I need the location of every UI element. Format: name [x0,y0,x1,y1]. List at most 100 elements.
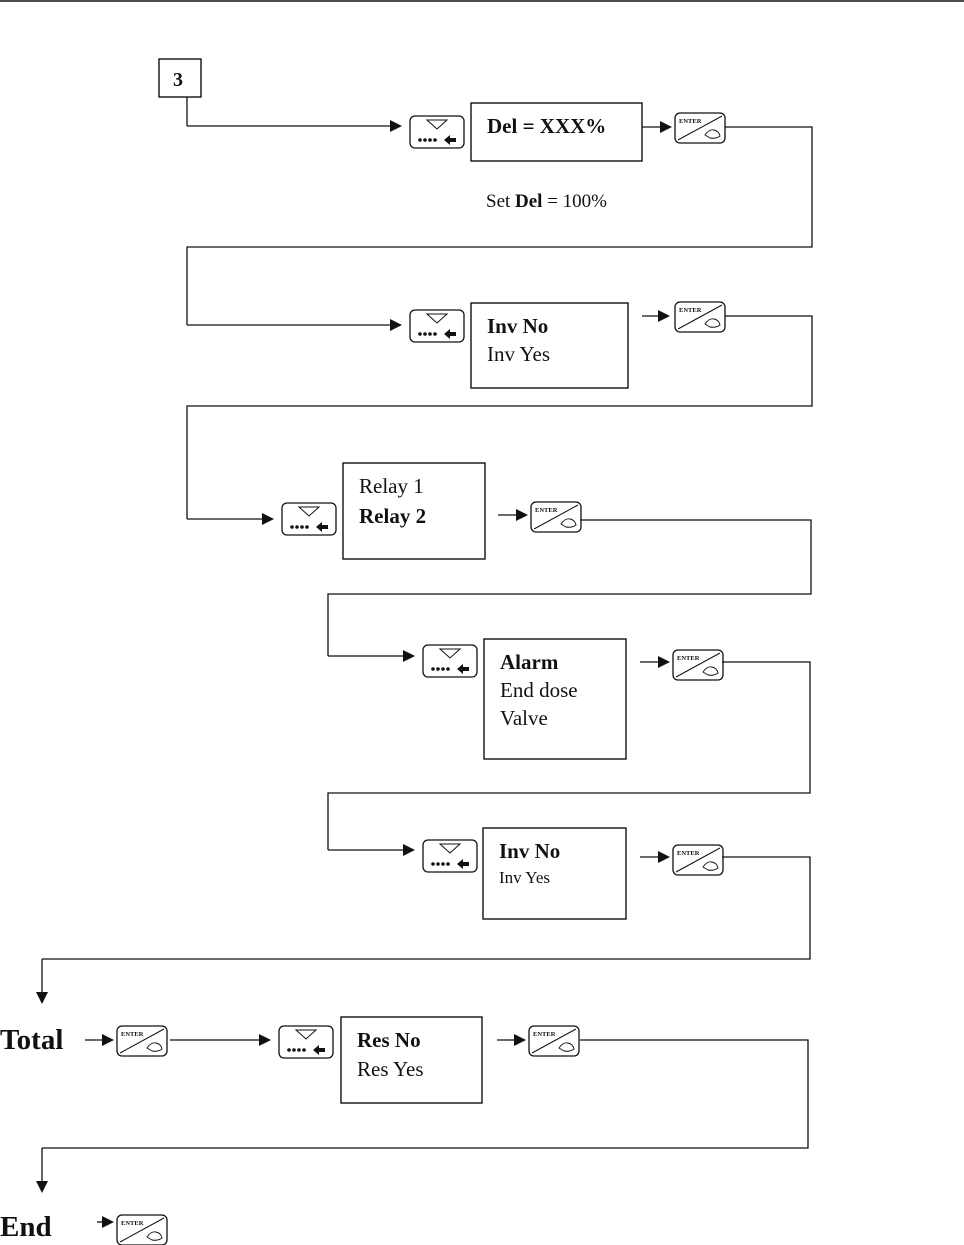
note-text: Set Del = 100% [486,191,607,212]
dot-icon [302,1048,306,1052]
dot-icon [428,138,432,142]
dot-icon [428,332,432,336]
left-arrow-icon [457,859,469,869]
arrow-head-right [102,1216,114,1228]
enter-key-icon: ENTER [116,1025,168,1057]
hand-icon [702,861,719,871]
dot-icon [292,1048,296,1052]
left-arrow-icon [457,664,469,674]
screen-frame [483,638,627,760]
scroll-down-key-icon [422,839,478,873]
dot-icon [436,667,440,671]
dot-icon [436,862,440,866]
dot-icon [441,862,445,866]
connector-line [327,661,811,850]
arrow-head-right [390,319,402,331]
screen-frame [342,462,486,560]
scroll-down-key-icon [278,1025,334,1059]
arrow-head-right [658,851,670,863]
note-part: = 100% [542,191,607,212]
key-outline [409,115,465,149]
screen-option: Relay 2 [359,504,426,528]
enter-key-icon: ENTER [674,112,726,144]
end-label: End [0,1211,52,1243]
enter-key-icon: ENTER [672,649,724,681]
hand-icon [704,318,721,328]
key-outline [409,309,465,343]
screen-option: Res Yes [357,1057,424,1081]
screen-option: Relay 1 [359,474,424,498]
enter-key-label: ENTER [535,507,558,514]
dot-icon [300,525,304,529]
enter-key-label: ENTER [679,307,702,314]
screen-frame [482,827,627,920]
dot-icon [433,138,437,142]
down-triangle-icon [297,506,321,517]
total-label: Total [0,1024,63,1056]
key-diagonal [677,115,723,141]
key-diagonal [119,1028,165,1054]
down-triangle-icon [425,119,449,130]
key-diagonal [533,504,579,530]
display-screen: Relay 1 Relay 2 [342,462,486,560]
dot-icon [423,138,427,142]
screen-option: Del = XXX% [487,114,606,138]
screen-option: Res No [357,1028,421,1052]
arrow-head-right [403,844,415,856]
connector-line [186,315,813,519]
enter-key-icon: ENTER [528,1025,580,1057]
screen-option: End dose [500,678,578,702]
hand-icon [146,1231,163,1241]
screen-frame [340,1016,483,1104]
down-triangle-icon [425,313,449,324]
hand-icon [146,1042,163,1052]
arrow-head-right [514,1034,526,1046]
arrow-head-right [259,1034,271,1046]
arrow-head-right [390,120,402,132]
screen-option: Inv Yes [487,342,550,366]
screen-option: Alarm [500,650,559,674]
enter-key-icon: ENTER [116,1214,168,1245]
enter-key-label: ENTER [121,1031,144,1038]
step-label: 3 [173,69,183,91]
arrow-head-right [658,310,670,322]
scroll-down-key-icon [422,644,478,678]
key-outline [278,1025,334,1059]
dot-icon [441,667,445,671]
dot-icon [297,1048,301,1052]
dot-icon [290,525,294,529]
screen-option: Valve [500,706,548,730]
note-part: Set [486,191,515,212]
down-triangle-icon [438,648,462,659]
key-diagonal [119,1217,165,1243]
hand-icon [702,666,719,676]
enter-key-label: ENTER [677,850,700,857]
left-arrow-icon [313,1045,325,1055]
screen-frame [470,102,643,162]
dot-icon [418,138,422,142]
dot-icon [446,862,450,866]
note-part: Del [515,191,542,212]
connector-line [42,856,811,960]
left-arrow-icon [444,329,456,339]
arrow-head-right [660,121,672,133]
key-diagonal [531,1028,577,1054]
left-arrow-icon [444,135,456,145]
arrow-head-right [516,509,528,521]
enter-key-label: ENTER [533,1031,556,1038]
left-arrow-icon [316,522,328,532]
screen-option: Inv No [499,839,560,863]
dot-icon [423,332,427,336]
arrow-head-right [403,650,415,662]
dot-icon [431,667,435,671]
hand-icon [560,518,577,528]
hand-icon [558,1042,575,1052]
arrow-head-down [36,992,48,1004]
key-diagonal [677,304,723,330]
key-diagonal [675,847,721,873]
connector-line [186,126,813,325]
scroll-down-key-icon [281,502,337,536]
